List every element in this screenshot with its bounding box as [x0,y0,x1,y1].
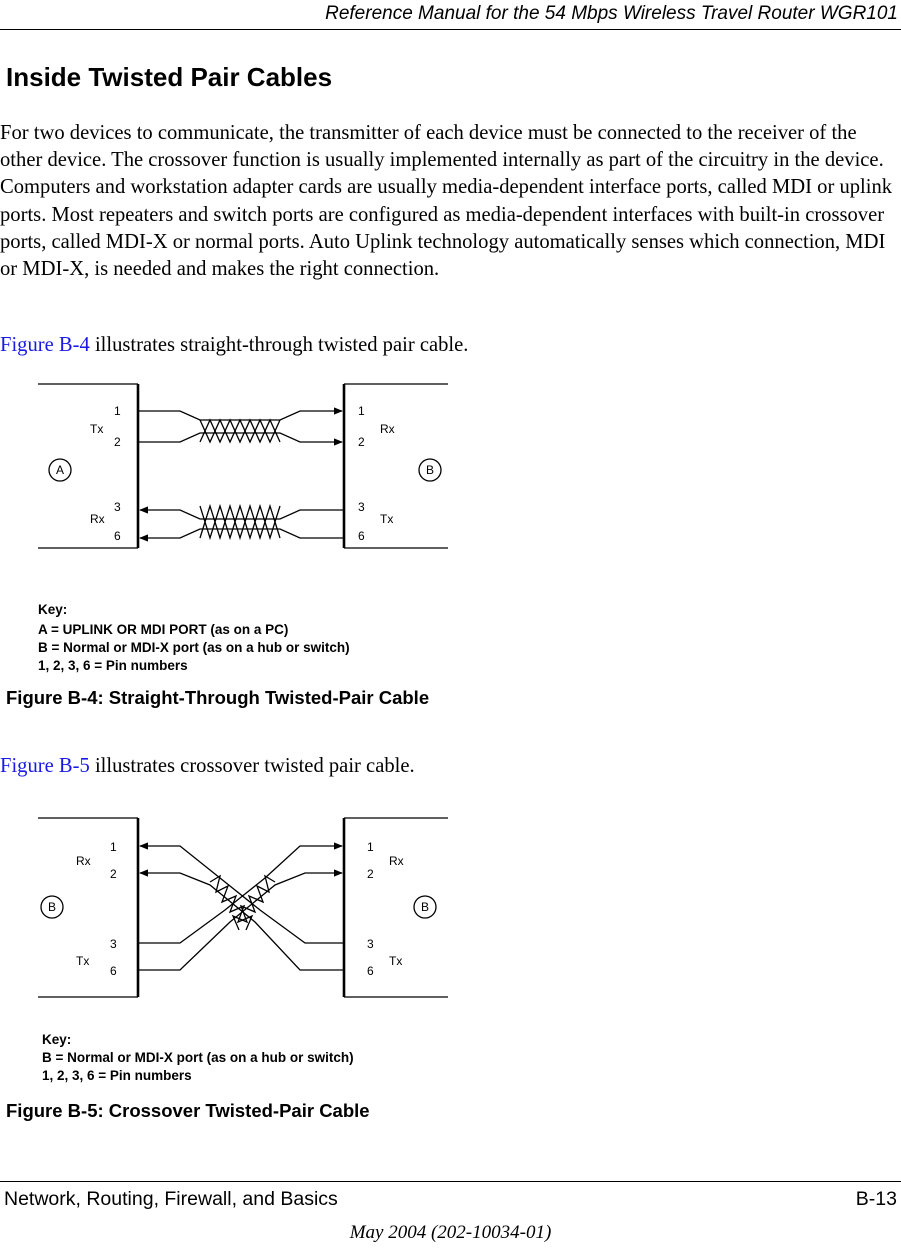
key-line: 1, 2, 3, 6 = Pin numbers [42,1068,192,1083]
figure-b5-reference-paragraph: Figure B-5 illustrates crossover twisted… [0,753,900,780]
tx-label: Tx [380,512,393,526]
pin-label: 1 [114,404,121,418]
pin-label: 2 [367,867,374,881]
figure-b4-reference-text: illustrates straight-through twisted pai… [89,334,469,356]
key-line: A = UPLINK OR MDI PORT (as on a PC) [38,622,288,637]
rx-label: Rx [76,854,91,868]
port-a-label: A [56,463,64,477]
port-b-right-circle [413,895,437,919]
wire-right-pin6-to-left-pin2 [139,869,344,971]
footer-page-number: B-13 [855,1188,897,1210]
pin-label: 3 [367,937,374,951]
figure-b4-link[interactable]: Figure B-4 [0,334,90,356]
running-header: Reference Manual for the 54 Mbps Wireles… [325,3,898,24]
key-line: B = Normal or MDI-X port (as on a hub or… [42,1050,354,1065]
twist-lower-a [199,503,281,541]
figure-b5-diagram: B B 1 2 3 6 1 2 3 6 Rx Tx Rx Tx Key: B =… [38,817,448,1083]
footer-section-name: Network, Routing, Firewall, and Basics [4,1188,338,1210]
figure-b4-diagram: A B 1 2 3 6 1 2 3 6 Tx Rx Rx Tx Key: A =… [38,383,448,673]
tx-label: Tx [90,422,103,436]
pin-label: 3 [358,500,365,514]
footer-date: May 2004 (202-10034-01) [349,1222,552,1243]
pin-label: 2 [114,435,121,449]
figure-b5-reference-text: illustrates crossover twisted pair cable… [89,755,415,777]
wire-pin6-tx-to-rx [139,528,344,542]
twist-upper-a [199,418,281,444]
port-a-circle [48,458,72,482]
rx-label: Rx [380,422,395,436]
pin-label: 1 [367,840,374,854]
wire-left-pin3-to-right-pin1 [138,842,343,944]
key-title: Key: [42,1032,71,1047]
tx-label: Tx [389,954,402,968]
pin-label: 1 [110,840,117,854]
wire-right-pin3-to-left-pin1 [139,842,344,944]
pin-label: 2 [358,435,365,449]
port-b-left-label: B [48,900,56,914]
twist-lower-b [199,503,281,541]
figure-b4-caption: Figure B-4: Straight-Through Twisted-Pai… [6,687,430,708]
port-b-right-label: B [421,900,429,914]
port-b-left-circle [40,895,64,919]
twist-upper-b [199,418,281,444]
port-b-circle [418,458,442,482]
tx-label: Tx [76,954,89,968]
pin-label: 3 [110,937,117,951]
figure-b5-link[interactable]: Figure B-5 [0,755,90,777]
pin-label: 1 [358,404,365,418]
pin-label: 6 [358,529,365,543]
rx-label: Rx [90,512,105,526]
pin-label: 6 [114,529,121,543]
pin-label: 6 [110,964,117,978]
rx-label: Rx [389,854,404,868]
footer-rule [0,1181,901,1182]
section-title: Inside Twisted Pair Cables [6,62,333,92]
figure-b4-reference-paragraph: Figure B-4 illustrates straight-through … [0,332,900,359]
header-rule [0,29,901,30]
key-line: 1, 2, 3, 6 = Pin numbers [38,658,188,673]
wire-pin3-tx-to-rx [139,506,344,520]
port-b-label: B [426,463,434,477]
figure-b5-caption: Figure B-5: Crossover Twisted-Pair Cable [6,1100,370,1121]
intro-paragraph: For two devices to communicate, the tran… [0,122,893,281]
pin-label: 3 [114,500,121,514]
key-title: Key: [38,602,67,617]
key-line: B = Normal or MDI-X port (as on a hub or… [38,640,350,655]
wire-pin2-tx-to-rx [138,432,343,446]
twist-right-pair [231,874,276,931]
pin-label: 2 [110,867,117,881]
pin-label: 6 [367,964,374,978]
